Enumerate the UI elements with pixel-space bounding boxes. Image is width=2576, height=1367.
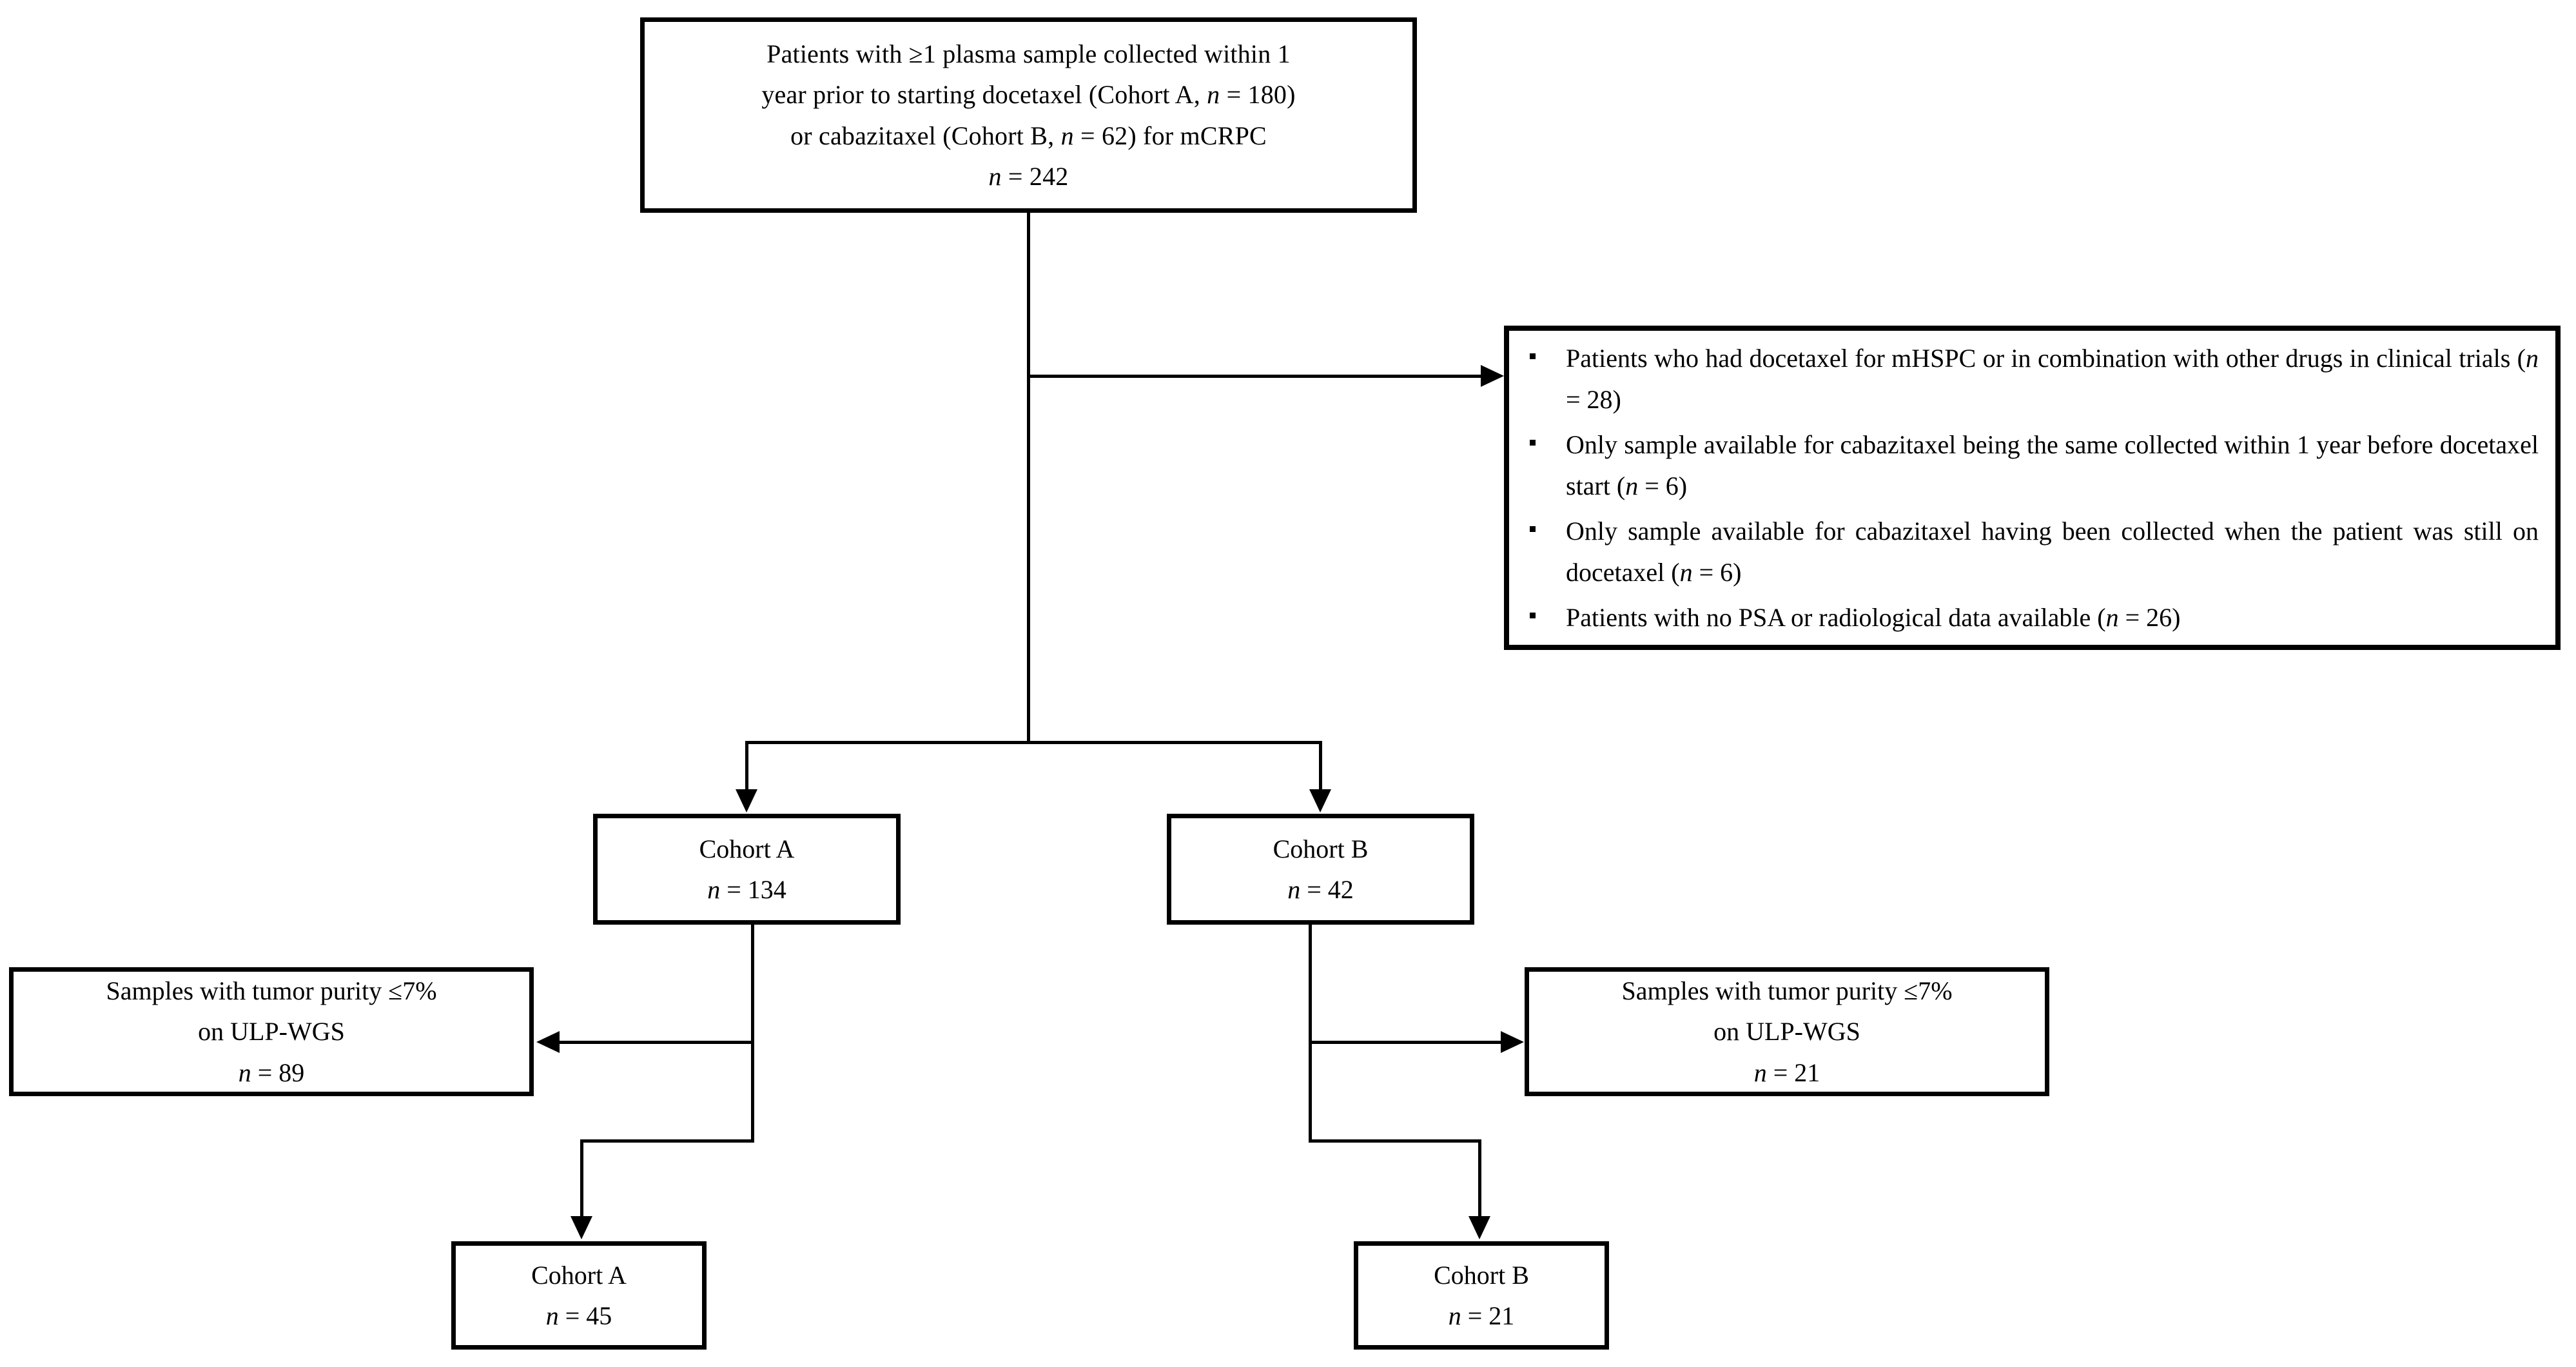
exclusion-bullet-text: Patients with no PSA or radiological dat…	[1566, 602, 2181, 632]
list-item: Patients who had docetaxel for mHSPC or …	[1518, 338, 2539, 420]
cohort-b-stage1-box: Cohort B n = 42	[1167, 814, 1474, 925]
purity-right-count: n = 21	[1753, 1057, 1820, 1087]
purity-exclusion-right-box: Samples with tumor purity ≤7% on ULP-WGS…	[1525, 967, 2049, 1096]
connector-cohort-split-bar	[745, 741, 1322, 744]
purity-right-line-1: Samples with tumor purity ≤7%	[1621, 976, 1953, 1006]
cohort-b-final-box: Cohort B n = 21	[1354, 1241, 1609, 1350]
bullet-dot-icon	[1530, 612, 1536, 618]
list-item: Only sample available for cabazitaxel be…	[1518, 424, 2539, 507]
cohort-b-stage1-label: Cohort B	[1273, 834, 1369, 863]
purity-left-line-2: on ULP-WGS	[198, 1017, 345, 1047]
arrowhead-to-cohort-a	[736, 789, 757, 812]
bullet-dot-icon	[1530, 526, 1536, 532]
entry-line-1: Patients with ≥1 plasma sample collected…	[766, 39, 1291, 69]
purity-exclusion-left-box: Samples with tumor purity ≤7% on ULP-WGS…	[9, 967, 534, 1096]
bullet-dot-icon	[1530, 353, 1536, 359]
cohort-b-final-count: n = 21	[1448, 1301, 1515, 1330]
arrowhead-to-cohort-b-final	[1469, 1216, 1490, 1239]
connector-cohort-a-stem	[751, 925, 754, 1143]
connector-main-stem	[1027, 213, 1030, 743]
exclusion-bullet-text: Only sample available for cabazitaxel be…	[1566, 429, 2539, 500]
arrowhead-to-cohort-b	[1309, 789, 1331, 812]
cohort-b-stage1-count: n = 42	[1287, 875, 1354, 904]
cohort-a-stage1-count: n = 134	[707, 875, 786, 904]
connector-to-purity-left	[560, 1041, 753, 1044]
cohort-a-stage1-box: Cohort A n = 134	[593, 814, 901, 925]
entry-line-3: or cabazitaxel (Cohort B, n = 62) for mC…	[790, 121, 1267, 150]
list-item: Patients with no PSA or radiological dat…	[1518, 597, 2539, 638]
purity-left-count: n = 89	[238, 1057, 305, 1087]
arrowhead-to-purity-left	[536, 1031, 560, 1053]
entry-criteria-box: Patients with ≥1 plasma sample collected…	[640, 17, 1417, 213]
arrowhead-to-exclusions	[1481, 365, 1504, 387]
purity-right-line-2: on ULP-WGS	[1713, 1017, 1860, 1047]
bullet-dot-icon	[1530, 439, 1536, 446]
exclusion-bullet-list: Patients who had docetaxel for mHSPC or …	[1518, 338, 2539, 638]
connector-to-exclusions	[1027, 375, 1482, 378]
cohort-a-final-count: n = 45	[545, 1301, 612, 1330]
connector-to-purity-right	[1309, 1041, 1502, 1044]
cohort-a-final-label: Cohort A	[531, 1260, 627, 1290]
purity-left-line-1: Samples with tumor purity ≤7%	[106, 976, 437, 1006]
arrowhead-to-purity-right	[1501, 1031, 1524, 1053]
connector-cohort-b-stem	[1309, 925, 1312, 1143]
exclusion-criteria-box: Patients who had docetaxel for mHSPC or …	[1504, 326, 2561, 650]
arrowhead-to-cohort-a-final	[571, 1216, 592, 1239]
cohort-b-final-label: Cohort B	[1434, 1260, 1529, 1290]
connector-cohort-b-final-drop	[1478, 1139, 1481, 1218]
connector-split-right-drop	[1319, 741, 1322, 791]
cohort-a-final-box: Cohort A n = 45	[451, 1241, 707, 1350]
entry-line-2: year prior to starting docetaxel (Cohort…	[761, 80, 1296, 110]
connector-cohort-b-elbow	[1309, 1139, 1481, 1143]
connector-split-left-drop	[745, 741, 748, 791]
list-item: Only sample available for cabazitaxel ha…	[1518, 511, 2539, 593]
connector-cohort-a-final-drop	[580, 1139, 583, 1218]
cohort-a-stage1-label: Cohort A	[699, 834, 795, 863]
entry-total-count: n = 242	[988, 161, 1069, 191]
connector-cohort-a-elbow	[580, 1139, 753, 1143]
exclusion-bullet-text: Only sample available for cabazitaxel ha…	[1566, 516, 2539, 587]
exclusion-bullet-text: Patients who had docetaxel for mHSPC or …	[1566, 343, 2539, 414]
